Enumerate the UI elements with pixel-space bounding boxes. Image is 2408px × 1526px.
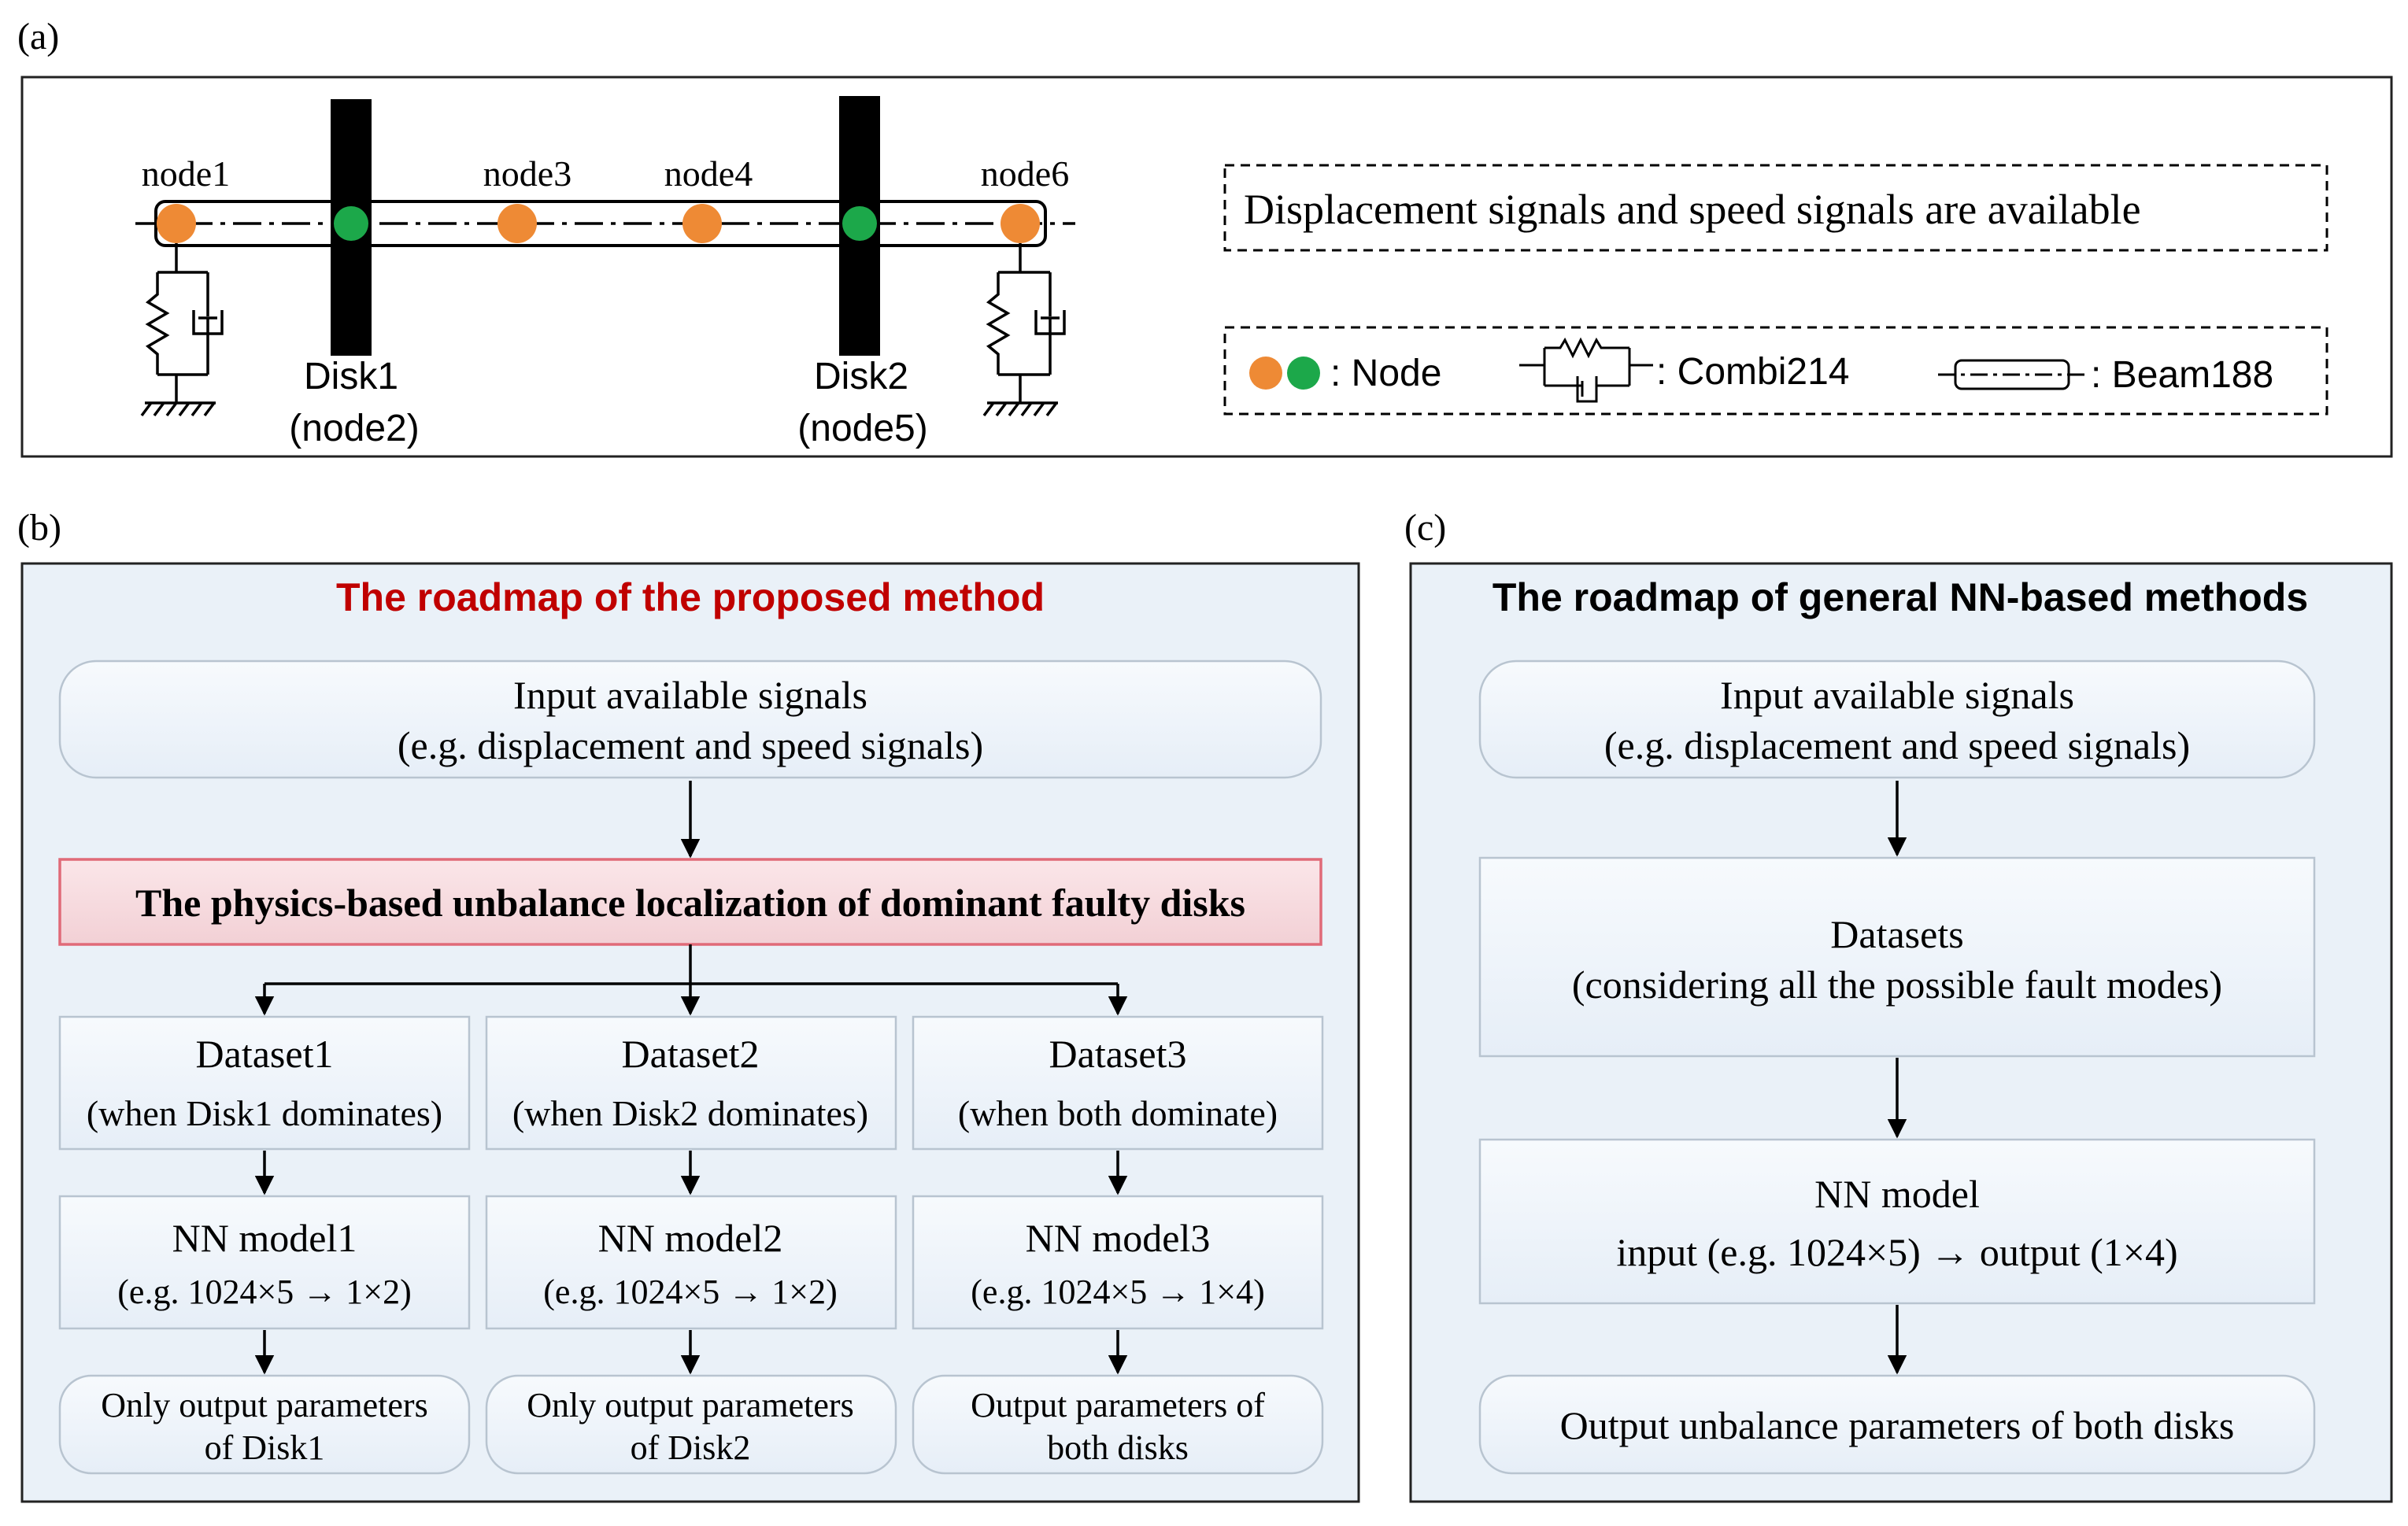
legend-beam-label: : Beam188 (2091, 354, 2273, 396)
rotor-shaft (135, 200, 1075, 247)
legend-node-label: : Node (1330, 353, 1441, 394)
node6-label: node6 (981, 153, 1069, 194)
left-bearing-support (140, 243, 224, 417)
legend-beam-symbol (1938, 359, 2086, 390)
b-output2-line1: Only output parameters (527, 1386, 853, 1424)
b-input-line1: Input available signals (513, 673, 867, 717)
b-physics-box (58, 858, 1322, 946)
panel-b-title: The roadmap of the proposed method (336, 575, 1045, 619)
b-output3-box (912, 1374, 1324, 1475)
legend-node-green-dot (1287, 357, 1320, 390)
node1-label: node1 (142, 153, 230, 194)
c-output-box (1478, 1374, 2316, 1475)
b-input-box (58, 660, 1322, 779)
legend-combi-symbol (1519, 337, 1653, 403)
b-dataset1-box (58, 1015, 471, 1151)
c-datasets-line2: (considering all the possible fault mode… (1572, 963, 2222, 1007)
b-output1-line2: of Disk1 (205, 1428, 325, 1467)
c-datasets-line1: Datasets (1830, 912, 1963, 956)
right-bearing-support (982, 243, 1066, 417)
node5-dot (842, 206, 877, 241)
b-arrows-dataset-model (254, 1151, 1128, 1195)
b-output2-box (485, 1374, 897, 1475)
signals-note-text: Displacement signals and speed signals a… (1244, 186, 2141, 233)
legend-combi-label: : Combi214 (1656, 351, 1849, 393)
panel-a-label: (a) (17, 16, 59, 57)
c-input-line2: (e.g. displacement and speed signals) (1604, 723, 2190, 767)
disk1-name: Disk1 (304, 356, 398, 397)
b-physics-text: The physics-based unbalance localization… (135, 881, 1245, 925)
node2-dot (334, 206, 368, 241)
node4-label: node4 (664, 153, 753, 194)
b-dataset3-desc: (when both dominate) (958, 1093, 1278, 1133)
node4-dot (682, 204, 722, 243)
b-dataset2-box (485, 1015, 897, 1151)
node6-dot (1001, 204, 1040, 243)
b-model1-box (58, 1195, 471, 1330)
b-output2-line2: of Disk2 (631, 1428, 751, 1467)
b-output1-box (58, 1374, 471, 1475)
panel-c-title: The roadmap of general NN-based methods (1493, 575, 2308, 619)
b-model2-name: NN model2 (598, 1216, 783, 1260)
signals-note-box (1223, 164, 2328, 252)
b-output3-line2: both disks (1047, 1428, 1189, 1467)
panel-c-label: (c) (1404, 507, 1446, 549)
b-dataset2-desc: (when Disk2 dominates) (512, 1093, 868, 1133)
b-model1-desc: (e.g. 1024×5 → 1×2) (117, 1273, 411, 1311)
b-model3-name: NN model3 (1026, 1216, 1211, 1260)
node1-dot (157, 204, 196, 243)
b-dataset1-name: Dataset1 (196, 1032, 334, 1076)
legend-box (1223, 326, 2328, 416)
b-model1-name: NN model1 (172, 1216, 357, 1260)
disk2-name: Disk2 (814, 356, 908, 397)
c-model-line2: input (e.g. 1024×5) → output (1×4) (1616, 1230, 2177, 1274)
b-model3-box (912, 1195, 1324, 1330)
node3-label: node3 (483, 153, 571, 194)
c-model-box (1478, 1138, 2316, 1305)
b-input-line2: (e.g. displacement and speed signals) (398, 723, 983, 767)
c-input-box (1478, 660, 2316, 779)
panel-b-label: (b) (17, 507, 61, 549)
disk1-node: (node2) (289, 408, 419, 449)
c-model-line1: NN model (1814, 1172, 1980, 1216)
b-dataset3-box (912, 1015, 1324, 1151)
legend-node-orange-dot (1249, 357, 1282, 390)
c-output-text: Output unbalance parameters of both disk… (1560, 1403, 2235, 1447)
node3-dot (498, 204, 537, 243)
b-model2-box (485, 1195, 897, 1330)
b-arrows-model-output (254, 1330, 1128, 1375)
c-input-line1: Input available signals (1720, 673, 2074, 717)
b-output3-line1: Output parameters of (971, 1386, 1265, 1424)
b-output1-line1: Only output parameters (101, 1386, 427, 1424)
disk2-node: (node5) (797, 408, 927, 449)
b-model3-desc: (e.g. 1024×5 → 1×4) (971, 1273, 1264, 1311)
b-model2-desc: (e.g. 1024×5 → 1×2) (543, 1273, 837, 1311)
c-datasets-box (1478, 856, 2316, 1058)
b-dataset2-name: Dataset2 (622, 1032, 760, 1076)
b-dataset1-desc: (when Disk1 dominates) (87, 1093, 442, 1133)
b-dataset3-name: Dataset3 (1049, 1032, 1187, 1076)
b-branch-arrows (254, 944, 1128, 1016)
